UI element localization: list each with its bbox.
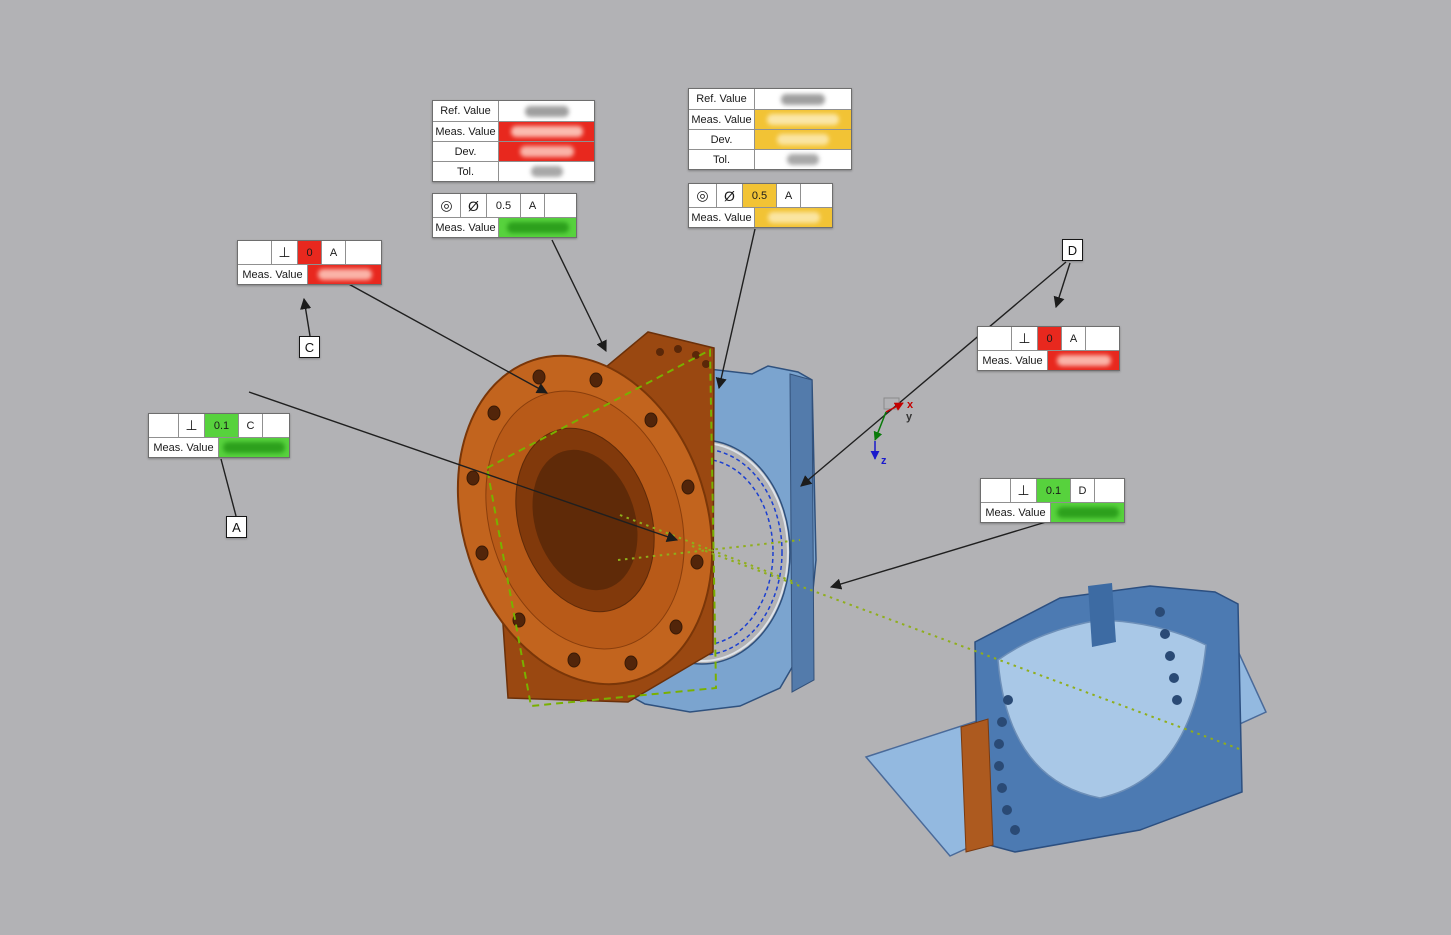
redacted-value (767, 212, 820, 223)
meas-value-cell (755, 208, 832, 227)
spacer-cell (545, 194, 576, 217)
meas-value-cell (499, 122, 594, 141)
redacted-value (777, 134, 829, 145)
axis-y-arrow (873, 411, 887, 441)
tolerance-value: 0 (298, 241, 322, 264)
callout-flange-result[interactable]: Ref. Value Meas. Value Dev. Tol. (432, 100, 595, 182)
callout-plate-concentricity[interactable]: ◎ Ø 0.5 A Meas. Value (688, 183, 833, 228)
ref-value-label: Ref. Value (433, 101, 499, 121)
perpendicularity-icon: ⊥ (1012, 327, 1038, 350)
meas-value-label: Meas. Value (433, 218, 499, 237)
datum-reference: A (1062, 327, 1086, 350)
bracket-orange-strip (960, 718, 994, 853)
concentricity-icon: ◎ (689, 184, 717, 207)
redacted-value (524, 105, 569, 117)
diameter-icon: Ø (461, 194, 487, 217)
redacted-value (781, 93, 825, 105)
dev-cell (499, 142, 594, 161)
spacer-cell (1095, 479, 1124, 502)
dev-label: Dev. (433, 142, 499, 161)
ref-value-cell (499, 101, 594, 121)
datum-reference: A (777, 184, 801, 207)
tolerance-value: 0.5 (743, 184, 777, 207)
meas-value-cell (308, 265, 381, 284)
meas-value-label: Meas. Value (433, 122, 499, 141)
measurement-axis-dotted (617, 514, 1243, 751)
axis-y-label: y (906, 411, 913, 423)
datum-label-d[interactable]: D (1062, 239, 1083, 261)
redacted-value (530, 166, 563, 177)
spacer-cell (978, 327, 1012, 350)
spacer-cell (149, 414, 179, 437)
spacer-cell (981, 479, 1011, 502)
tolerance-value: 0.1 (1037, 479, 1071, 502)
tol-label: Tol. (689, 150, 755, 169)
callout-perpendicularity-d[interactable]: ⊥ 0 A Meas. Value (977, 326, 1120, 371)
bracket-holes (994, 607, 1182, 835)
ref-value-label: Ref. Value (689, 89, 755, 109)
concentricity-icon: ◎ (433, 194, 461, 217)
tol-cell (755, 150, 851, 169)
spacer-cell (238, 241, 272, 264)
tol-label: Tol. (433, 162, 499, 181)
spacer-cell (346, 241, 381, 264)
callout-flange-concentricity[interactable]: ◎ Ø 0.5 A Meas. Value (432, 193, 577, 238)
datum-reference: D (1071, 479, 1095, 502)
datum-reference: C (239, 414, 263, 437)
meas-value-label: Meas. Value (689, 110, 755, 129)
redacted-value (223, 442, 285, 453)
axis-x-arrow (885, 402, 904, 413)
spacer-cell (1086, 327, 1119, 350)
perpendicularity-icon: ⊥ (272, 241, 298, 264)
tolerance-value: 0.1 (205, 414, 239, 437)
datum-label-a[interactable]: A (226, 516, 247, 538)
meas-value-cell (755, 110, 851, 129)
datum-reference: A (322, 241, 346, 264)
callout-plate-result[interactable]: Ref. Value Meas. Value Dev. Tol. (688, 88, 852, 170)
redacted-value (787, 154, 819, 165)
redacted-value (506, 222, 569, 233)
perpendicularity-icon: ⊥ (1011, 479, 1037, 502)
meas-value-label: Meas. Value (149, 438, 219, 457)
tol-cell (499, 162, 594, 181)
tolerance-value: 0 (1038, 327, 1062, 350)
datum-plane-outline (485, 348, 718, 708)
redacted-value (1056, 355, 1111, 366)
coordinate-gizmo: x y z (870, 397, 914, 467)
perpendicularity-icon: ⊥ (179, 414, 205, 437)
diameter-icon: Ø (717, 184, 743, 207)
redacted-value (510, 126, 583, 137)
axis-x-label: x (907, 399, 914, 411)
meas-value-label: Meas. Value (978, 351, 1048, 370)
datum-label-c[interactable]: C (299, 336, 320, 358)
axis-z-label: z (881, 455, 887, 467)
datum-reference: A (521, 194, 545, 217)
flange-bolt-holes (466, 369, 704, 671)
meas-value-label: Meas. Value (238, 265, 308, 284)
meas-value-cell (1048, 351, 1119, 370)
meas-value-cell (1051, 503, 1124, 522)
part-bracket-scan[interactable] (864, 583, 1267, 857)
tolerance-value: 0.5 (487, 194, 521, 217)
meas-value-cell (219, 438, 289, 457)
redacted-value (1056, 507, 1119, 518)
leader-lines (220, 228, 1071, 590)
redacted-value (519, 146, 574, 157)
meas-value-label: Meas. Value (981, 503, 1051, 522)
callout-perpendicularity-a[interactable]: ⊥ 0.1 C Meas. Value (148, 413, 290, 458)
ref-value-cell (755, 89, 851, 109)
dev-cell (755, 130, 851, 149)
dev-label: Dev. (689, 130, 755, 149)
meas-value-cell (499, 218, 576, 237)
spacer-cell (801, 184, 832, 207)
callout-perpendicularity-c[interactable]: ⊥ 0 A Meas. Value (237, 240, 382, 285)
meas-value-label: Meas. Value (689, 208, 755, 227)
redacted-value (317, 269, 372, 280)
part-flange-cad[interactable] (417, 323, 753, 718)
redacted-value (767, 114, 839, 125)
spacer-cell (263, 414, 289, 437)
callout-perpendicularity-d2[interactable]: ⊥ 0.1 D Meas. Value (980, 478, 1125, 523)
